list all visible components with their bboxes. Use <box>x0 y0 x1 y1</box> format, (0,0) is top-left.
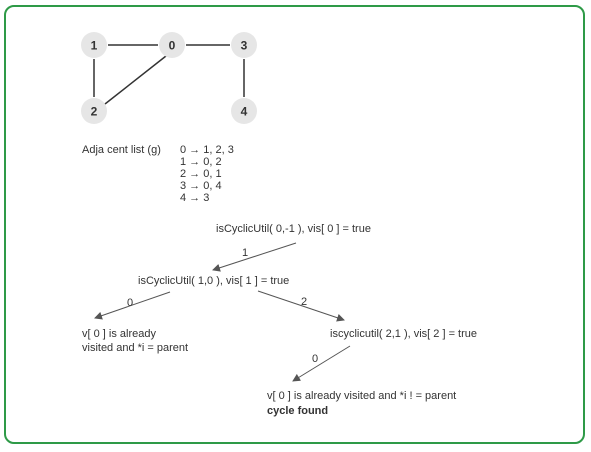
arrow-child2-to-bottomleaf <box>292 345 351 382</box>
adjacency-line: 4 → 3 <box>180 192 210 204</box>
graph-node-4: 4 <box>231 98 257 124</box>
graph-node-2: 2 <box>81 98 107 124</box>
edge-label-0: 0 <box>127 297 134 309</box>
node-label: 2 <box>91 105 98 119</box>
edge-label-1: 1 <box>242 247 249 259</box>
tree-child2-call: iscyclicutil( 2,1 ), vis[ 2 ] = true <box>330 328 478 340</box>
arrow-root-to-child1 <box>212 242 297 272</box>
tree-root-call: isCyclicUtil( 0,-1 ), vis[ 0 ] = true <box>216 223 371 235</box>
tree-leaf-left: v[ 0 ] is already visited and *i = paren… <box>82 328 188 354</box>
node-label: 3 <box>241 39 248 53</box>
graph-node-3: 3 <box>231 32 257 58</box>
arrow-child1-to-leftleaf <box>94 291 171 320</box>
node-label: 0 <box>169 39 176 53</box>
edge-0-2 <box>104 55 167 105</box>
adjacency-line: 0 → 1, 2, 3 <box>180 144 234 156</box>
leaf-left-line: visited and *i = parent <box>82 342 189 354</box>
graph-node-1: 1 <box>81 32 107 58</box>
adjacency-line: 1 → 0, 2 <box>180 156 222 168</box>
leaf-left-line: v[ 0 ] is already <box>82 328 156 340</box>
diagram-frame <box>4 5 585 444</box>
arrow-child1-to-child2 <box>257 290 345 322</box>
tree-leaf-bottom: v[ 0 ] is already visited and *i ! = par… <box>267 390 456 417</box>
adjacency-list: 0 → 1, 2, 3 1 → 0, 2 2 → 0, 1 3 → 0, 4 4… <box>180 144 234 204</box>
adjacency-line: 2 → 0, 1 <box>180 168 222 180</box>
cycle-found-label: cycle found <box>267 405 329 417</box>
node-label: 4 <box>241 105 248 119</box>
leaf-bottom-line: v[ 0 ] is already visited and *i ! = par… <box>267 390 457 402</box>
node-label: 1 <box>91 39 98 53</box>
edge-label-0b: 0 <box>312 353 319 365</box>
graph-node-0: 0 <box>159 32 185 58</box>
adjacency-title: Adja cent list (g) <box>82 144 161 156</box>
adjacency-line: 3 → 0, 4 <box>180 180 222 192</box>
edge-label-2: 2 <box>301 296 308 308</box>
tree-child1-call: isCyclicUtil( 1,0 ), vis[ 1 ] = true <box>138 275 290 287</box>
